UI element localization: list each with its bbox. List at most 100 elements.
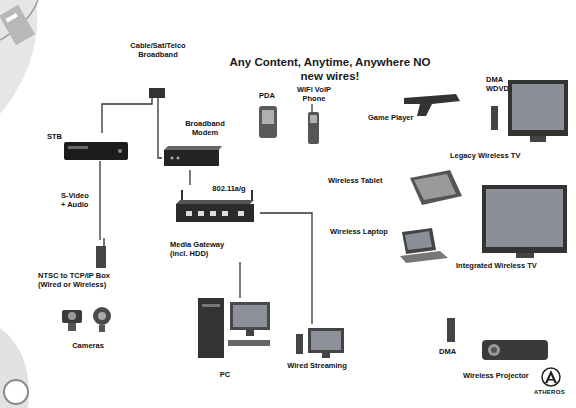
company-logo-part	[542, 368, 560, 386]
device-node: Cable/Sat/Telco Broadband	[118, 42, 199, 98]
device-label: Wireless Projector	[463, 372, 543, 381]
device-node: Broadband Modem	[162, 120, 227, 170]
device-node: 802.11a/gMedia Gateway (incl. HDD)	[170, 185, 260, 262]
cameras-part	[68, 323, 76, 331]
device-label: PC	[210, 371, 240, 380]
signal-label: S-Video + Audio	[60, 192, 96, 209]
router-part	[186, 211, 192, 216]
router	[176, 190, 254, 222]
wired-streaming-set-part	[322, 353, 330, 358]
wired-streaming-set-part	[308, 328, 344, 353]
router-part	[210, 211, 216, 216]
decor-corner-part	[4, 380, 28, 404]
router-part	[238, 211, 244, 216]
voip-phone	[308, 104, 319, 144]
ntsc-box-part	[96, 246, 106, 268]
cable-line	[158, 98, 162, 158]
device-node: Wireless Tablet	[328, 165, 462, 210]
pc-part	[246, 330, 254, 336]
decor-swoosh-part	[0, 5, 35, 45]
set-top-box-part	[64, 142, 128, 160]
cable-line	[102, 98, 152, 133]
device-node: Wired Streaming	[282, 324, 353, 372]
projector-part	[488, 344, 500, 356]
cable-line	[239, 262, 240, 298]
decor-swoosh-part	[5, 13, 17, 22]
integrated-tv-part	[482, 185, 567, 253]
voip-phone-part	[311, 104, 313, 112]
cameras-part	[98, 312, 106, 320]
device-node: Cameras	[55, 300, 120, 352]
device-label: Media Gateway (incl. HDD)	[170, 241, 225, 258]
pc-part	[198, 298, 224, 358]
cameras-part	[68, 312, 76, 320]
broadband-junction	[149, 88, 165, 98]
pc-part	[228, 340, 270, 346]
decor-corner-part	[0, 328, 29, 408]
set-top-box	[64, 142, 128, 160]
legacy-tv-part	[530, 136, 546, 142]
pc	[198, 298, 270, 358]
cameras-part	[62, 310, 82, 323]
laptop	[400, 228, 448, 263]
pda-part	[259, 106, 277, 138]
modem	[164, 146, 222, 166]
company-logo-part	[545, 370, 557, 383]
voip-phone-part	[308, 112, 319, 144]
pc-part	[233, 305, 267, 327]
cable-line	[189, 170, 190, 185]
device-node: DMA Wireless Projector	[435, 300, 568, 384]
tablet-part	[410, 170, 462, 205]
company-logo	[542, 368, 560, 386]
device-label: NTSC to TCP/IP Box (Wired or Wireless)	[38, 272, 123, 289]
laptop-part	[400, 251, 448, 263]
device-label: Cable/Sat/Telco Broadband	[118, 42, 198, 59]
voip-phone-part	[310, 115, 317, 123]
device-label: Wireless Laptop	[330, 228, 400, 237]
company-logo-part	[547, 379, 555, 381]
projector-part	[482, 340, 548, 360]
device-node: Wireless Laptop	[330, 222, 450, 266]
router-part	[176, 204, 254, 222]
device-label: Legacy Wireless TV	[450, 152, 540, 161]
router-part	[198, 211, 204, 216]
cameras-part	[99, 325, 105, 332]
device-label: WiFi VoIP Phone	[290, 86, 338, 103]
legacy-tv-part	[491, 106, 498, 130]
wired-streaming-set-part	[311, 331, 341, 350]
device-label: Wired Streaming	[282, 362, 352, 371]
ntsc-box-part	[103, 238, 105, 246]
slide-title: Any Content, Anytime, Anywhere NO new wi…	[228, 56, 432, 84]
cable-line	[260, 213, 312, 324]
device-node: Integrated Wireless TV	[452, 180, 570, 274]
device-node: PDA	[248, 92, 287, 145]
pda-part	[262, 110, 274, 124]
projector-part	[447, 318, 455, 342]
pc-part	[202, 304, 220, 307]
modem-part	[164, 150, 219, 166]
cameras-part	[93, 307, 111, 325]
laptop-part	[402, 228, 436, 254]
device-node: NTSC to TCP/IP Box (Wired or Wireless)	[38, 240, 150, 296]
router-part	[251, 190, 253, 201]
pda	[259, 106, 277, 138]
decor-swoosh	[0, 0, 38, 114]
tablet-part	[414, 174, 456, 200]
projector	[447, 318, 548, 360]
device-label: STB	[47, 133, 63, 142]
set-top-box-part	[118, 149, 122, 153]
device-label: 802.11a/g	[210, 185, 248, 194]
game-controller-part	[404, 94, 460, 116]
decor-corner	[0, 328, 29, 408]
device-node: DMA WDVDLegacy Wireless TV	[450, 72, 572, 164]
device-label: PDA	[248, 92, 286, 101]
device-label: Game Player	[368, 114, 418, 123]
pc-part	[230, 302, 270, 330]
router-part	[181, 190, 183, 201]
legacy-tv-part	[512, 84, 564, 130]
router-part	[222, 211, 228, 216]
game-controller	[404, 94, 460, 116]
device-label: DMA	[439, 348, 469, 357]
